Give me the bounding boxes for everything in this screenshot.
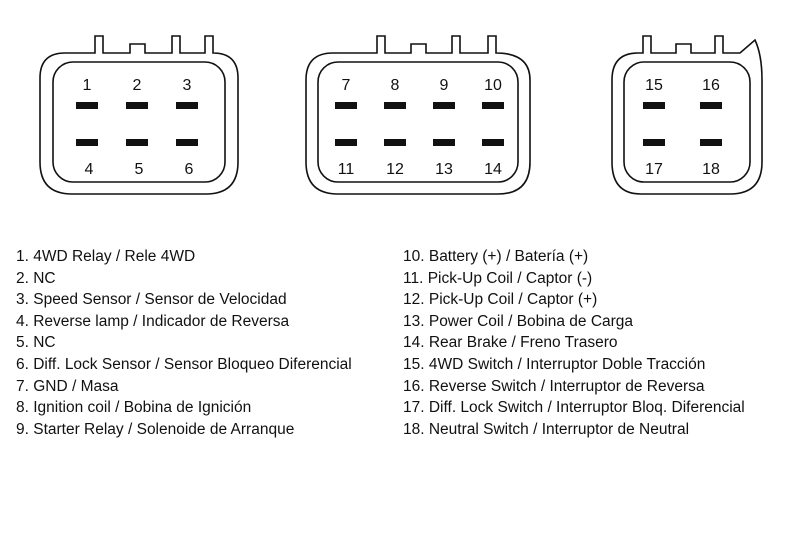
connector-3-housing <box>611 35 763 195</box>
pin-label: 9 <box>440 77 449 94</box>
legend-item: 3. Speed Sensor / Sensor de Velocidad <box>16 291 287 309</box>
pin-label: 2 <box>133 77 142 94</box>
pin-label: 13 <box>435 161 453 178</box>
pin-label: 3 <box>183 77 192 94</box>
pin-slot <box>433 102 455 109</box>
legend-item: 15. 4WD Switch / Interruptor Doble Tracc… <box>403 355 706 373</box>
legend-item: 1. 4WD Relay / Rele 4WD <box>16 248 196 265</box>
connector-3-labels: 15 16 17 18 <box>645 77 720 178</box>
legend-item: 7. GND / Masa <box>16 377 119 395</box>
legend-item: 2. NC <box>16 269 56 287</box>
legend-item: 5. NC <box>16 334 56 352</box>
pin-slot <box>384 102 406 109</box>
pin-label: 7 <box>342 77 351 94</box>
pin-label: 8 <box>391 77 400 94</box>
pin-label: 6 <box>185 161 194 178</box>
pin-slot <box>482 102 504 109</box>
connector-2-inner <box>317 61 519 183</box>
pin-slot <box>700 102 722 109</box>
pin-slot <box>643 102 665 109</box>
legend-right: 10. Battery (+) / Batería (+) 11. Pick-U… <box>403 246 745 440</box>
pin-label: 12 <box>386 161 404 178</box>
connector-1-labels: 1 2 3 4 5 6 <box>83 77 194 178</box>
legend-item: 9. Starter Relay / Solenoide de Arranque <box>16 420 295 438</box>
pin-label: 16 <box>702 77 720 94</box>
legend-item: 6. Diff. Lock Sensor / Sensor Bloqueo Di… <box>16 355 352 373</box>
legend-item: 10. Battery (+) / Batería (+) <box>403 248 589 265</box>
connector-2-labels: 7 8 9 10 11 12 13 14 <box>338 77 502 178</box>
connector-3-inner <box>623 61 751 183</box>
connector-1-slots <box>76 102 198 146</box>
pin-slot <box>126 102 148 109</box>
legend-item: 8. Ignition coil / Bobina de Ignición <box>16 399 252 417</box>
pin-slot <box>76 139 98 146</box>
connector-2-slots <box>335 102 504 146</box>
pin-slot <box>176 102 198 109</box>
pin-slot <box>433 139 455 146</box>
connector-1-inner <box>52 61 226 183</box>
legend-item: 11. Pick-Up Coil / Captor (-) <box>403 269 593 287</box>
connector-1 <box>39 35 239 195</box>
pin-label: 17 <box>645 161 663 178</box>
pin-label: 5 <box>135 161 144 178</box>
pin-slot <box>126 139 148 146</box>
connector-1-housing <box>39 35 239 195</box>
pin-label: 1 <box>83 77 92 94</box>
pin-slot <box>76 102 98 109</box>
legend-item: 14. Rear Brake / Freno Trasero <box>403 334 618 352</box>
legend-item: 18. Neutral Switch / Interruptor de Neut… <box>403 420 690 438</box>
pin-label: 10 <box>484 77 502 94</box>
legend-left: 1. 4WD Relay / Rele 4WD 2. NC 3. Speed S… <box>16 246 352 440</box>
connector-2-housing <box>305 35 531 195</box>
pin-label: 11 <box>338 161 355 178</box>
pin-slot <box>384 139 406 146</box>
pin-slot <box>176 139 198 146</box>
pin-slot <box>335 139 357 146</box>
pin-slot <box>700 139 722 146</box>
legend-item: 4. Reverse lamp / Indicador de Reversa <box>16 312 290 330</box>
legend-item: 12. Pick-Up Coil / Captor (+) <box>403 291 598 309</box>
connector-3-slots <box>643 102 722 146</box>
connector-diagram: 1 2 3 4 5 6 7 8 9 10 11 12 13 14 <box>39 35 763 195</box>
pin-label: 15 <box>645 77 663 94</box>
pin-slot <box>482 139 504 146</box>
connector-2 <box>305 35 531 195</box>
pin-slot <box>643 139 665 146</box>
legend-item: 16. Reverse Switch / Interruptor de Reve… <box>403 377 705 395</box>
pin-label: 14 <box>484 161 502 178</box>
pin-label: 4 <box>85 161 94 178</box>
legend-item: 13. Power Coil / Bobina de Carga <box>403 312 634 330</box>
legend-item: 17. Diff. Lock Switch / Interruptor Bloq… <box>403 399 745 417</box>
pin-slot <box>335 102 357 109</box>
connector-3 <box>611 35 763 195</box>
pin-label: 18 <box>702 161 720 178</box>
